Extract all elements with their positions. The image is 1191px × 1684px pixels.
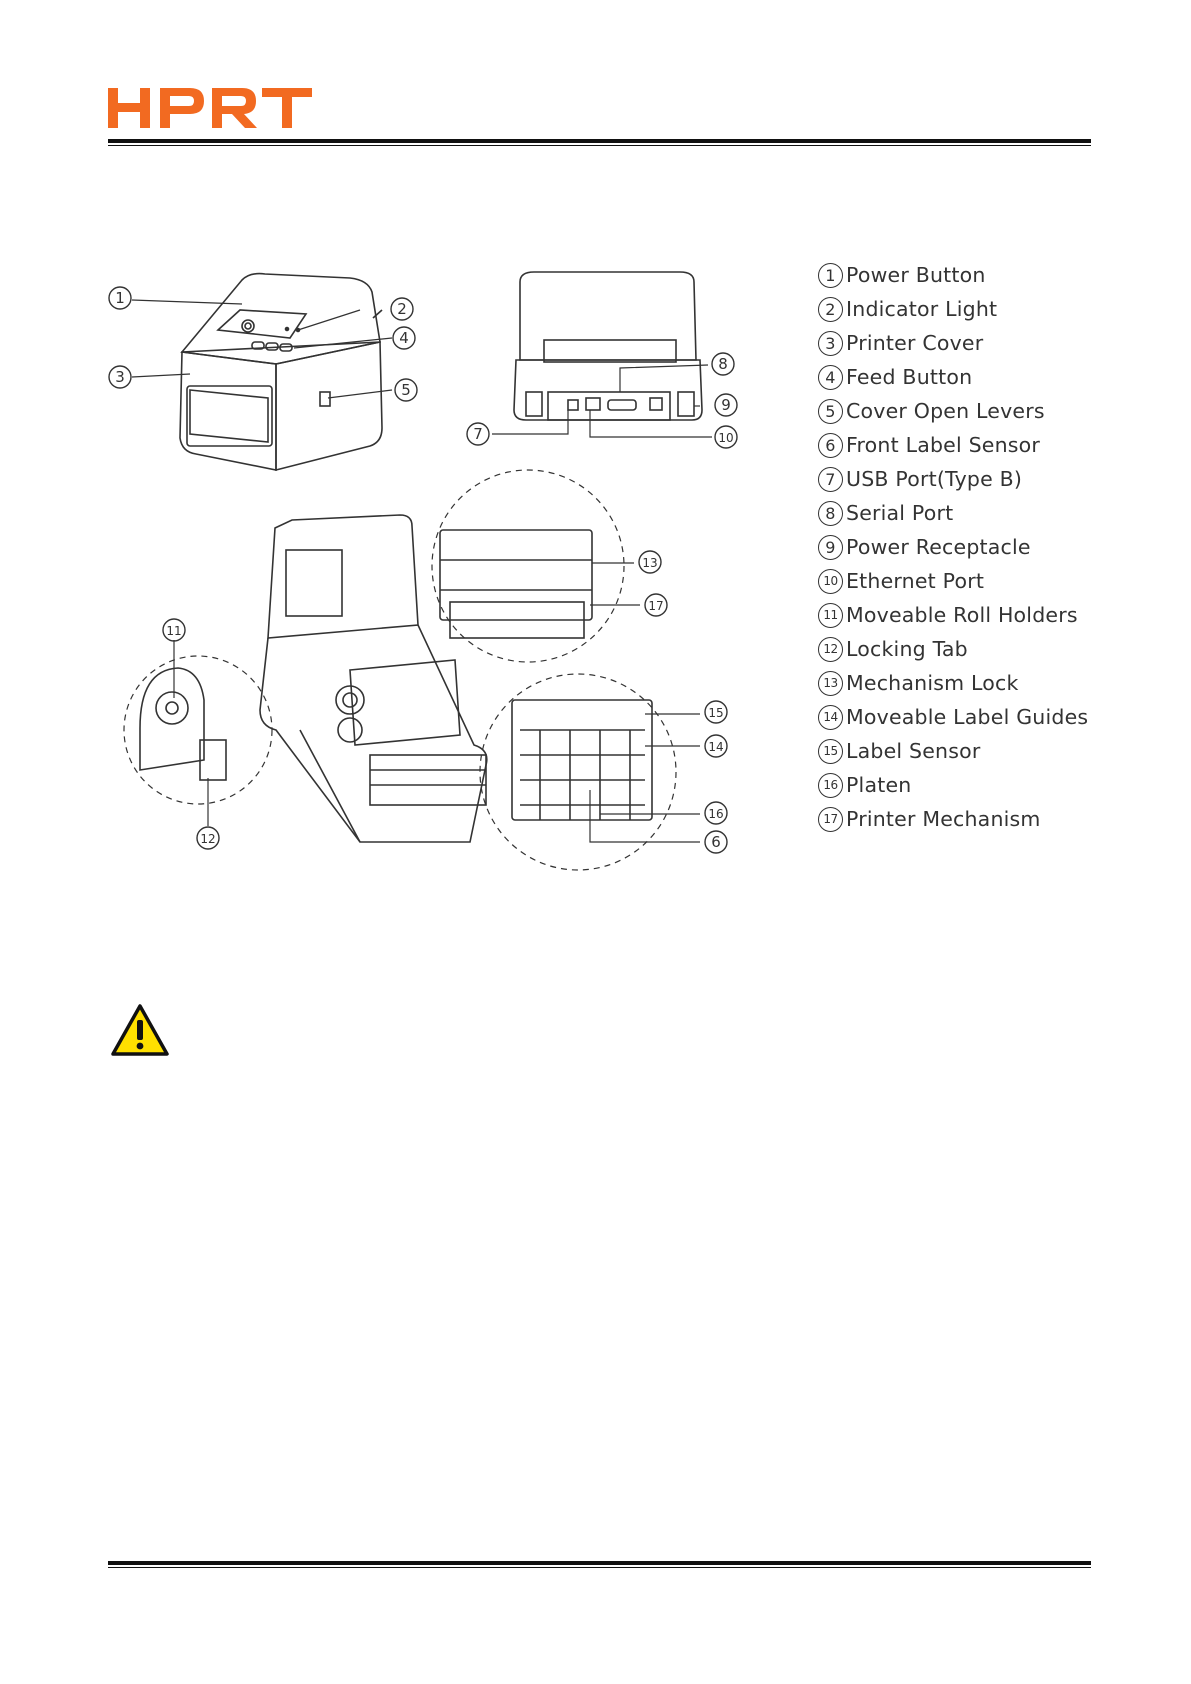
svg-text:1: 1 [115,289,125,307]
legend-label: Moveable Label Guides [846,705,1089,729]
legend-label: Feed Button [846,365,973,389]
svg-text:14: 14 [708,740,723,754]
legend-label: Cover Open Levers [846,399,1045,423]
svg-text:10: 10 [718,431,733,445]
legend-label: USB Port(Type B) [846,467,1023,491]
legend-number: 5 [818,398,843,424]
legend-label: Indicator Light [846,297,998,321]
svg-text:12: 12 [200,832,215,846]
legend-number: 4 [818,364,843,390]
legend-number: 11 [818,602,843,628]
legend-label: Label Sensor [846,739,981,763]
svg-text:7: 7 [473,425,483,443]
legend-label: Printer Cover [846,331,984,355]
legend-label: Platen [846,773,912,797]
mechanism-detail [439,529,593,639]
svg-text:5: 5 [401,381,411,399]
footer-rule [108,1561,1091,1568]
legend-number: 1 [818,262,843,288]
svg-text:2: 2 [397,300,407,318]
svg-text:16: 16 [708,807,723,821]
legend-number: 12 [818,636,843,662]
legend-label: Front Label Sensor [846,433,1041,457]
legend-label: Ethernet Port [846,569,985,593]
legend-number: 6 [818,432,843,458]
legend-number: 8 [818,500,843,526]
svg-text:15: 15 [708,706,723,720]
legend-number: 3 [818,330,843,356]
legend-label: Locking Tab [846,637,968,661]
legend-label: Serial Port [846,501,954,525]
header-rule [108,139,1091,146]
roll-holder-detail [139,667,227,781]
printer-front-view [179,272,383,472]
svg-text:9: 9 [721,396,731,414]
legend-number: 15 [818,738,843,764]
svg-text:11: 11 [166,624,181,638]
svg-text:8: 8 [718,355,728,373]
legend-number: 7 [818,466,843,492]
hprt-logo [108,88,312,128]
legend-number: 10 [818,568,843,594]
printer-back-view [513,271,703,421]
label-guides-detail [511,699,653,821]
printer-open-view [259,514,488,843]
legend-label: Power Button [846,263,986,287]
legend-number: 17 [818,806,843,832]
legend-number: 2 [818,296,843,322]
warning-triangle-icon [111,1004,169,1056]
legend-number: 13 [818,670,843,696]
legend-number: 14 [818,704,843,730]
legend-label: Printer Mechanism [846,807,1041,831]
svg-text:6: 6 [711,833,721,851]
legend-label: Moveable Roll Holders [846,603,1078,627]
legend-label: Power Receptacle [846,535,1031,559]
svg-text:3: 3 [115,368,125,386]
legend-number: 16 [818,772,843,798]
legend-number: 9 [818,534,843,560]
legend-label: Mechanism Lock [846,671,1019,695]
svg-text:13: 13 [642,556,657,570]
printer-diagram: 1 2 4 3 5 8 9 7 10 11 12 13 17 15 14 16 … [108,271,738,871]
svg-text:4: 4 [399,329,409,347]
svg-text:17: 17 [648,599,663,613]
